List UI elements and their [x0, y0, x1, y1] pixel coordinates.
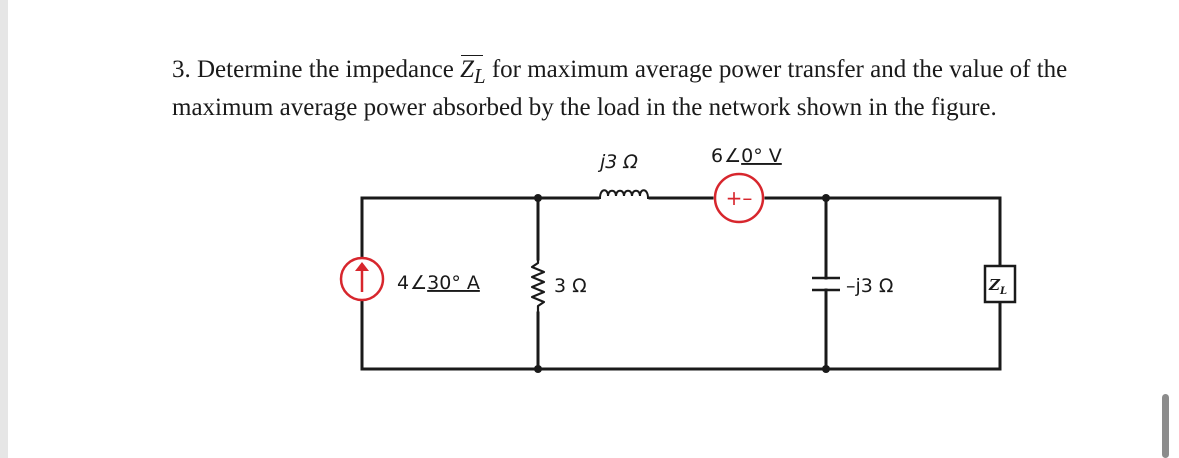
- resistor-label: 3 Ω: [554, 275, 587, 297]
- inductor: [598, 189, 650, 199]
- capacitor: [812, 276, 840, 292]
- resistor: [530, 259, 546, 313]
- question-part2: for maximum average power transfer and t…: [172, 56, 1068, 121]
- load-impedance-box: ZL: [983, 264, 1017, 304]
- current-source-label: 4∠30° A: [397, 272, 480, 294]
- voltage-source: +–: [713, 172, 765, 224]
- node-top-left: [534, 194, 542, 202]
- arrow-up-icon: [355, 262, 369, 271]
- question-text: 3. Determine the impedance ZL for maximu…: [172, 54, 1162, 123]
- left-edge-bar: [0, 0, 8, 458]
- current-source: [339, 256, 385, 302]
- polarity-label: +–: [726, 186, 753, 210]
- voltage-source-label: 6∠0° V: [711, 145, 782, 167]
- load-label: ZL: [988, 276, 1007, 297]
- node-top-right: [822, 194, 830, 202]
- impedance-symbol: ZL: [460, 55, 486, 88]
- node-bottom-left: [534, 365, 542, 373]
- vertical-scrollbar[interactable]: [1162, 394, 1169, 458]
- node-bottom-right: [822, 365, 830, 373]
- impedance-subscript: L: [473, 64, 486, 88]
- question-part1: 3. Determine the impedance: [172, 56, 461, 83]
- capacitor-label: –j3 Ω: [846, 275, 893, 297]
- inductor-label: j3 Ω: [597, 151, 638, 173]
